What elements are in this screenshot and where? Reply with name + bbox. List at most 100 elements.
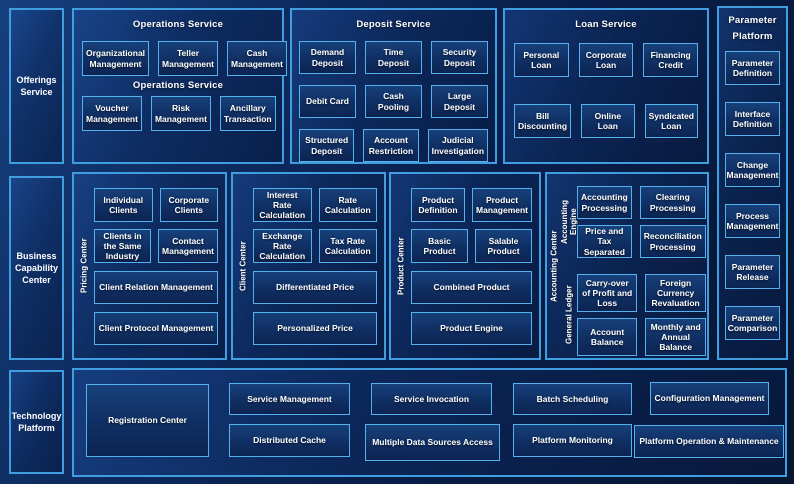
operations-row-1: Organizational Management Teller Managem… bbox=[82, 41, 287, 76]
box-exchange-rate-calculation: Exchange Rate Calculation bbox=[253, 229, 312, 263]
box-client-protocol-management: Client Protocol Management bbox=[94, 312, 218, 345]
box-differentiated-price: Differentiated Price bbox=[253, 271, 377, 304]
technology-platform-panel: Registration Center Service Management D… bbox=[72, 368, 787, 477]
loan-row-2: Bill Discounting Online Loan Syndicated … bbox=[514, 104, 699, 138]
box-basic-product: Basic Product bbox=[411, 229, 468, 263]
box-ancillary-transaction: Ancillary Transaction bbox=[219, 96, 276, 131]
box-reconciliation-processing: Reconciliation Processing bbox=[639, 225, 706, 258]
box-product-definition: Product Definition bbox=[411, 188, 466, 222]
box-security-deposit: Security Deposit bbox=[431, 41, 488, 74]
accounting-groups: Accounting Engine Accounting Processing … bbox=[560, 174, 714, 358]
box-accounting-processing: Accounting Processing bbox=[577, 186, 632, 219]
box-service-invocation: Service Invocation bbox=[371, 383, 492, 415]
box-multiple-data-sources-access: Multiple Data Sources Access bbox=[365, 424, 500, 461]
box-account-restriction: Account Restriction bbox=[363, 129, 419, 162]
general-ledger-label: General Ledger bbox=[564, 285, 574, 345]
box-price-tax-separated: Price and Tax Separated bbox=[577, 225, 632, 258]
box-change-management: Change Management bbox=[725, 153, 780, 187]
deposit-service-panel: Deposit Service Demand Deposit Time Depo… bbox=[290, 8, 497, 164]
box-contact-management: Contact Management bbox=[158, 229, 218, 263]
box-financing-credit: Financing Credit bbox=[643, 43, 699, 77]
operations-service-subtitle: Operations Service bbox=[132, 80, 224, 91]
pricing-center-panel: Pricing Center Individual Clients Corpor… bbox=[72, 172, 227, 360]
box-corporate-clients: Corporate Clients bbox=[159, 188, 218, 222]
box-large-deposit: Large Deposit bbox=[431, 85, 488, 118]
box-batch-scheduling: Batch Scheduling bbox=[513, 383, 632, 415]
client-center-strip: Client Center bbox=[233, 174, 253, 358]
accounting-center-panel: Accounting Center Accounting Engine Acco… bbox=[545, 172, 709, 360]
box-clients-same-industry: Clients in the Same Industry bbox=[94, 229, 152, 263]
deposit-row-1: Demand Deposit Time Deposit Security Dep… bbox=[299, 41, 488, 74]
box-voucher-management: Voucher Management bbox=[82, 96, 142, 131]
pricing-center-label: Pricing Center bbox=[79, 238, 89, 294]
box-distributed-cache: Distributed Cache bbox=[229, 424, 350, 457]
box-parameter-comparison: Parameter Comparison bbox=[725, 306, 780, 340]
box-personalized-price: Personalized Price bbox=[253, 312, 377, 345]
operations-row-2: Voucher Management Risk Management Ancil… bbox=[82, 96, 276, 131]
box-combined-product: Combined Product bbox=[411, 271, 532, 304]
box-interest-rate-calculation: Interest Rate Calculation bbox=[253, 188, 312, 222]
product-center-content: Product Definition Product Management Ba… bbox=[411, 174, 539, 358]
box-corporate-loan: Corporate Loan bbox=[578, 43, 634, 77]
box-teller-management: Teller Management bbox=[158, 41, 218, 76]
deposit-row-2: Debit Card Cash Pooling Large Deposit bbox=[299, 85, 488, 118]
loan-row-1: Personal Loan Corporate Loan Financing C… bbox=[514, 43, 699, 77]
parameter-platform-title-line2: Platform bbox=[732, 31, 773, 42]
parameter-platform-panel: Parameter Platform Parameter Definition … bbox=[717, 6, 788, 360]
accounting-engine-cells: Accounting Processing Clearing Processin… bbox=[577, 186, 706, 258]
loan-service-panel: Loan Service Personal Loan Corporate Loa… bbox=[503, 8, 709, 164]
accounting-engine-strip: Accounting Engine bbox=[560, 186, 578, 258]
parameter-platform-title-line1: Parameter bbox=[728, 15, 777, 26]
pricing-row-1: Individual Clients Corporate Clients bbox=[94, 188, 218, 222]
box-judicial-investigation: Judicial Investigation bbox=[427, 129, 489, 162]
general-ledger-group: General Ledger Carry-over of Profit and … bbox=[561, 274, 706, 356]
box-structured-deposit: Structured Deposit bbox=[299, 129, 355, 162]
deposit-service-title: Deposit Service bbox=[356, 19, 431, 30]
accounting-center-label: Accounting Center bbox=[549, 230, 559, 302]
box-account-balance: Account Balance bbox=[577, 318, 638, 356]
client-row-1: Interest Rate Calculation Rate Calculati… bbox=[253, 188, 377, 222]
box-salable-product: Salable Product bbox=[475, 229, 532, 263]
deposit-row-3: Structured Deposit Account Restriction J… bbox=[299, 129, 489, 162]
box-online-loan: Online Loan bbox=[581, 104, 635, 138]
box-bill-discounting: Bill Discounting bbox=[514, 104, 572, 138]
client-row-2: Exchange Rate Calculation Tax Rate Calcu… bbox=[253, 229, 377, 263]
box-organizational-management: Organizational Management bbox=[82, 41, 150, 76]
pricing-row-2: Clients in the Same Industry Contact Man… bbox=[94, 229, 218, 263]
box-parameter-release: Parameter Release bbox=[725, 255, 780, 289]
general-ledger-strip: General Ledger bbox=[561, 274, 577, 356]
box-rate-calculation: Rate Calculation bbox=[318, 188, 377, 222]
box-personal-loan: Personal Loan bbox=[514, 43, 569, 77]
box-platform-monitoring: Platform Monitoring bbox=[513, 424, 632, 457]
box-clearing-processing: Clearing Processing bbox=[639, 186, 706, 219]
box-individual-clients: Individual Clients bbox=[94, 188, 153, 222]
box-registration-center: Registration Center bbox=[86, 384, 209, 457]
box-interface-definition: Interface Definition bbox=[725, 102, 780, 136]
product-row-1: Product Definition Product Management bbox=[411, 188, 532, 222]
box-debit-card: Debit Card bbox=[299, 85, 356, 118]
operations-service-panel: Operations Service Organizational Manage… bbox=[72, 8, 287, 164]
box-time-deposit: Time Deposit bbox=[365, 41, 422, 74]
rail-offerings-service: Offerings Service bbox=[9, 8, 64, 164]
product-center-strip: Product Center bbox=[391, 174, 411, 358]
loan-service-title: Loan Service bbox=[575, 19, 637, 30]
accounting-engine-label: Accounting Engine bbox=[560, 200, 578, 244]
product-row-2: Basic Product Salable Product bbox=[411, 229, 532, 263]
box-platform-operation-maintenance: Platform Operation & Maintenance bbox=[634, 425, 784, 458]
box-carry-over-profit-loss: Carry-over of Profit and Loss bbox=[577, 274, 638, 312]
box-risk-management: Risk Management bbox=[150, 96, 211, 131]
client-center-content: Interest Rate Calculation Rate Calculati… bbox=[253, 174, 384, 358]
client-center-label: Client Center bbox=[238, 241, 248, 291]
box-demand-deposit: Demand Deposit bbox=[299, 41, 356, 74]
product-center-panel: Product Center Product Definition Produc… bbox=[389, 172, 541, 360]
accounting-engine-group: Accounting Engine Accounting Processing … bbox=[560, 186, 706, 258]
general-ledger-cells: Carry-over of Profit and Loss Foreign Cu… bbox=[577, 274, 706, 356]
box-parameter-definition: Parameter Definition bbox=[725, 51, 780, 85]
pricing-center-strip: Pricing Center bbox=[74, 174, 94, 358]
client-center-panel: Client Center Interest Rate Calculation … bbox=[231, 172, 386, 360]
box-tax-rate-calculation: Tax Rate Calculation bbox=[318, 229, 377, 263]
box-client-relation-management: Client Relation Management bbox=[94, 271, 218, 304]
product-center-label: Product Center bbox=[396, 237, 406, 295]
box-cash-management: Cash Management bbox=[227, 41, 287, 76]
